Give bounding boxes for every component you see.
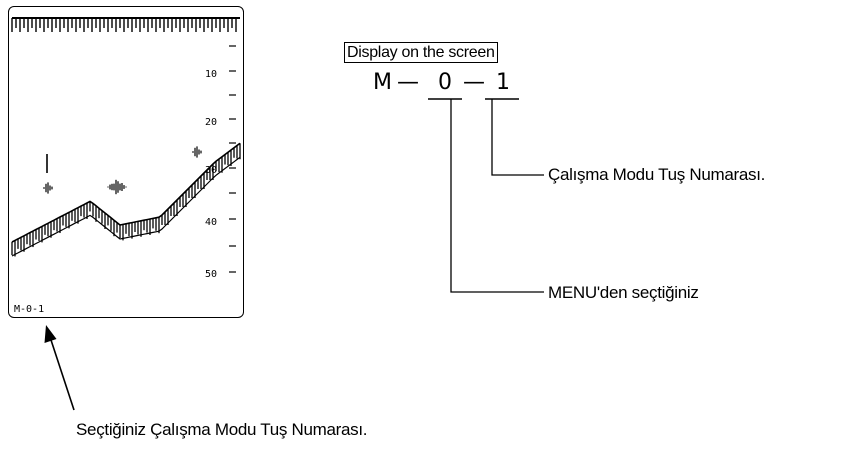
code-menu-digit: 0 [438,70,452,96]
display-title: Display on the screen [344,42,498,63]
fish-echoes [44,146,201,194]
arrow-head-icon [45,325,57,343]
depth-label-20: 20 [205,117,217,128]
depth-scale-comb [12,18,240,32]
depth-label-50: 50 [205,269,217,280]
mode-code-label: M-0-1 [14,304,44,315]
menu-selection-leader [451,99,544,292]
menu-selection-callout: MENU'den seçtiğiniz [548,283,699,303]
depth-label-10: 10 [205,69,217,80]
key-number-leader [492,99,544,175]
depth-label-40: 40 [205,217,217,228]
arrow-line [51,340,74,410]
code-key-digit: 1 [496,70,510,96]
selected-key-number-callout: Seçtiğiniz Çalışma Modu Tuş Numarası. [76,420,367,440]
code-prefix: M [373,70,392,96]
key-number-callout: Çalışma Modu Tuş Numarası. [548,165,765,185]
depth-scale-dashes [229,46,236,272]
code-dash-2: — [463,70,485,96]
code-dash-1: — [397,70,419,96]
